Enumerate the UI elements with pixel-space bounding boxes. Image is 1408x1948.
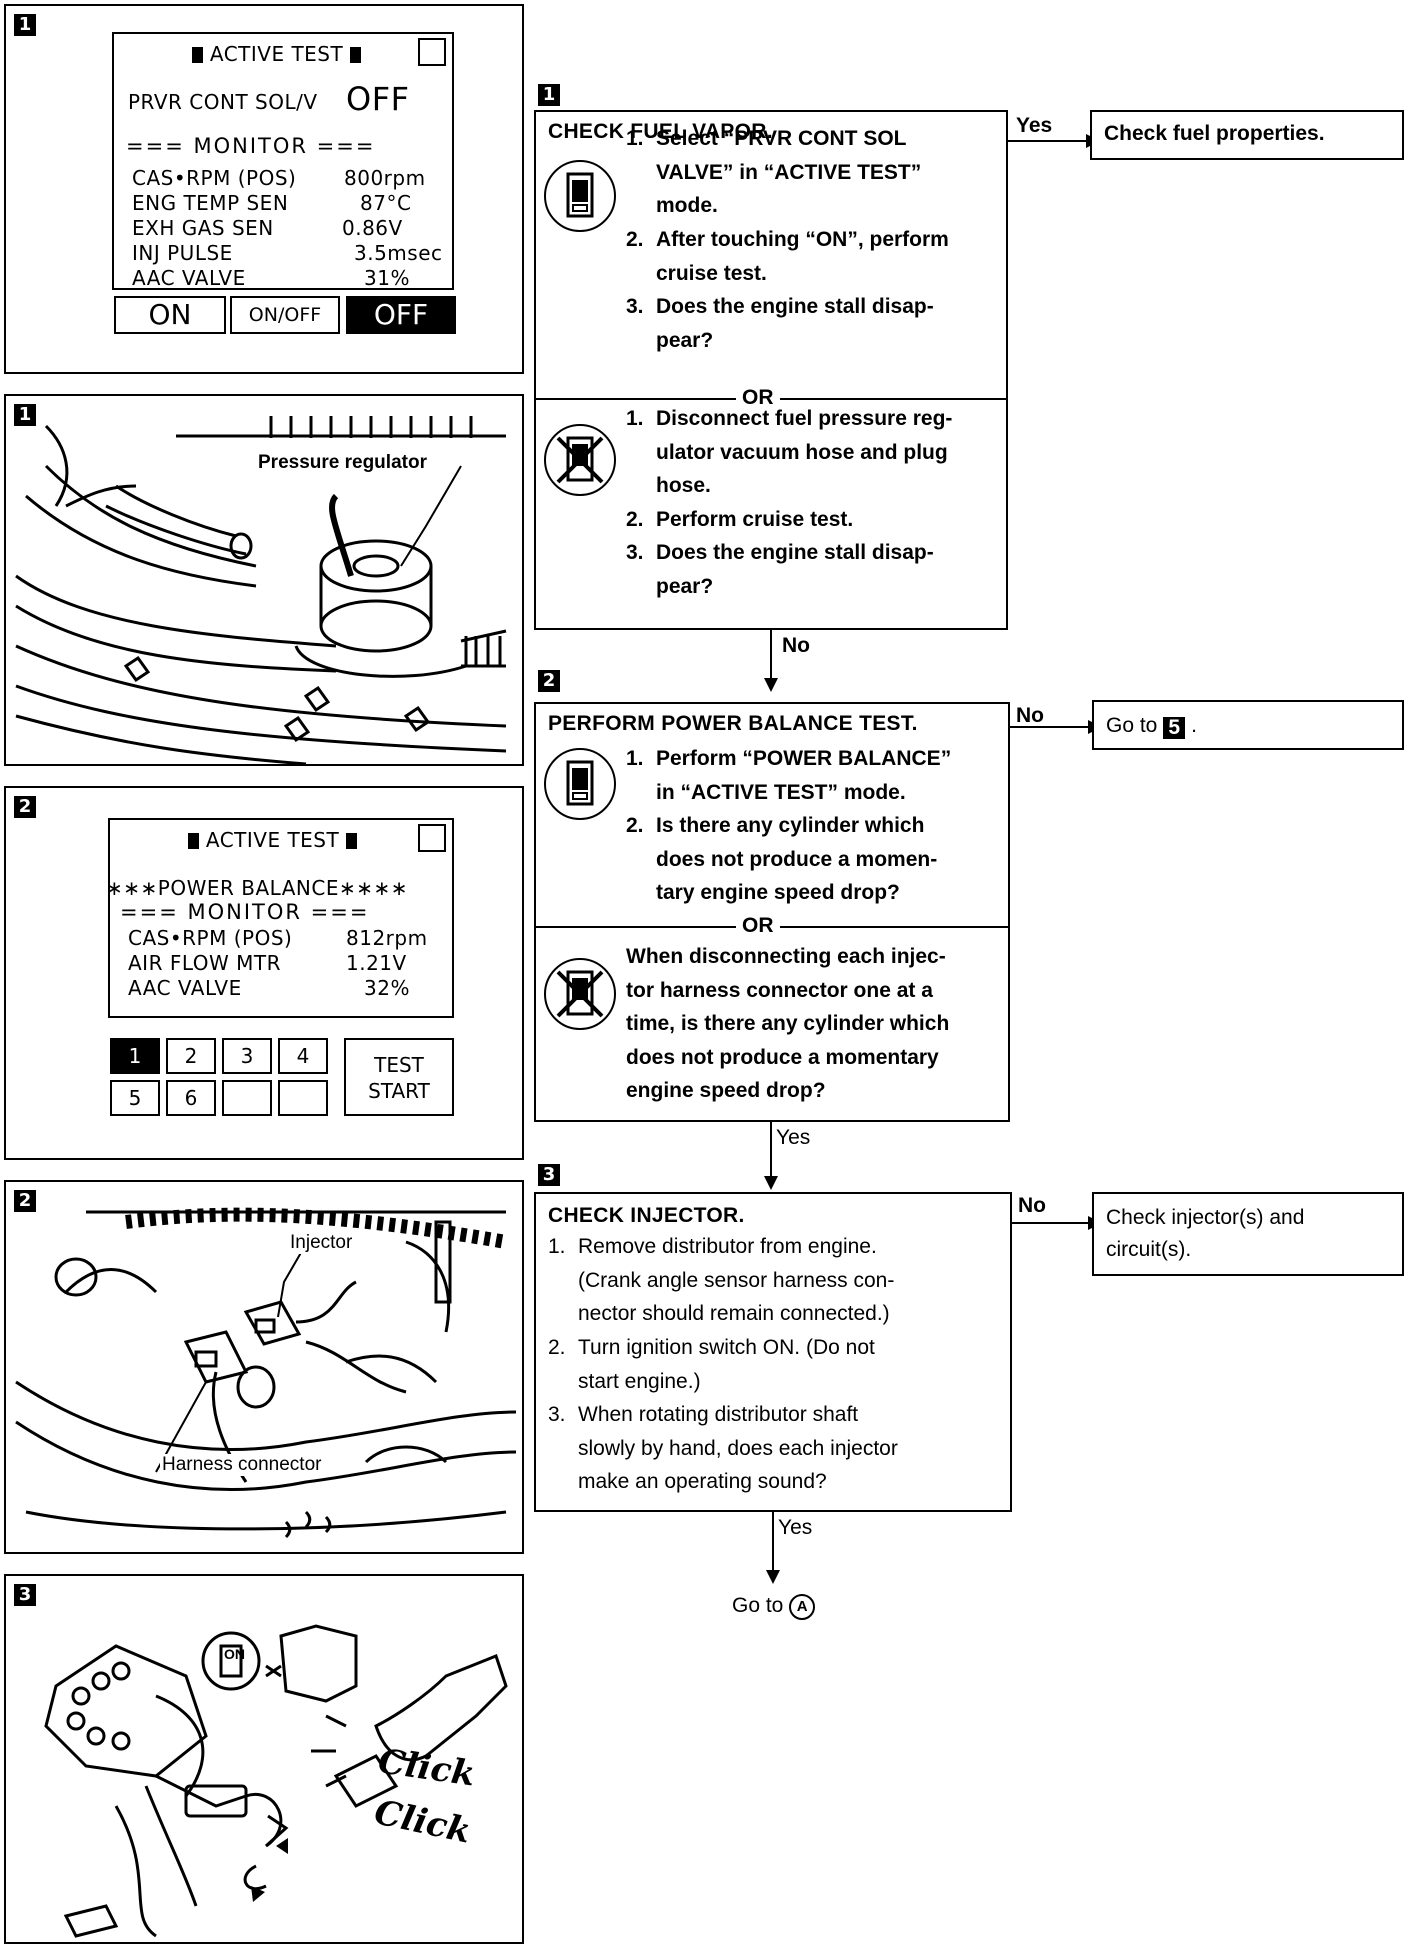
consult-screen: ACTIVE TEST ∗∗∗POWER BALANCE∗∗∗∗ === MON… xyxy=(106,818,454,1018)
monitor-row: AAC VALVE xyxy=(132,266,246,290)
panel3-distributor-figure: 3 ON Click Click xyxy=(4,1574,524,1944)
go-to-a-text: Go to A xyxy=(732,1594,816,1620)
yes-arrow xyxy=(1008,140,1088,142)
arrow-head xyxy=(764,678,778,692)
screen-corner-box xyxy=(418,38,446,66)
monitor-value: 31% xyxy=(364,266,410,290)
figure-badge: 1 xyxy=(14,404,36,426)
no-arrow xyxy=(1012,1222,1090,1224)
monitor-row: INJ PULSE xyxy=(132,241,233,265)
monitor-row: CAS•RPM (POS) xyxy=(128,926,293,950)
figure-badge: 3 xyxy=(14,1584,36,1606)
monitor-header: === MONITOR === xyxy=(120,900,370,924)
consult-tool-icon xyxy=(544,160,616,232)
monitor-row: AAC VALVE xyxy=(128,976,242,1000)
cylinder-2-button[interactable]: 2 xyxy=(166,1038,216,1074)
step1-title: CHECK FUEL VAPOR. xyxy=(548,120,773,143)
go-to-5-box: Go to 5 . xyxy=(1092,700,1404,750)
yes-label: Yes xyxy=(776,1126,811,1149)
monitor-value: 87°C xyxy=(360,191,412,215)
cylinder-blank-button[interactable] xyxy=(278,1080,328,1116)
check-fuel-properties-box: Check fuel properties. xyxy=(1090,110,1404,160)
monitor-value: 1.21V xyxy=(346,951,407,975)
consult-tool-icon xyxy=(544,748,616,820)
monitor-value: 800rpm xyxy=(344,166,426,190)
monitor-header: === MONITOR === xyxy=(126,134,376,158)
yes-label: Yes xyxy=(778,1516,813,1539)
yes-arrow xyxy=(770,1122,772,1178)
figure-badge: 1 xyxy=(14,14,36,36)
no-arrow xyxy=(1010,726,1090,728)
panel1-screen-figure: 1 ACTIVE TEST PRVR CONT SOL/V OFF === MO… xyxy=(4,4,524,374)
step3-badge: 3 xyxy=(538,1164,560,1186)
monitor-row: ENG TEMP SEN xyxy=(132,191,289,215)
cylinder-5-button[interactable]: 5 xyxy=(110,1080,160,1116)
yes-arrow xyxy=(772,1512,774,1572)
figure-badge: 2 xyxy=(14,796,36,818)
yes-label: Yes xyxy=(1016,114,1053,137)
on-button[interactable]: ON xyxy=(114,296,226,334)
test-item-value: OFF xyxy=(346,80,410,118)
yes-result: Check fuel properties. xyxy=(1104,122,1325,145)
or-label: OR xyxy=(736,386,780,410)
injector-illustration xyxy=(15,1207,517,1539)
step1-box: CHECK FUEL VAPOR. 1.Select “PRVR CONT SO… xyxy=(534,110,1008,630)
cylinder-4-button[interactable]: 4 xyxy=(278,1038,328,1074)
cylinder-blank-button[interactable] xyxy=(222,1080,272,1116)
check-injector-box: Check injector(s) and circuit(s). xyxy=(1092,1192,1404,1276)
no-arrow xyxy=(770,630,772,680)
no-label: No xyxy=(1018,1194,1046,1217)
off-button[interactable]: OFF xyxy=(346,296,456,334)
monitor-row: EXH GAS SEN xyxy=(132,216,274,240)
step2-badge: 2 xyxy=(538,670,560,692)
no-label: No xyxy=(782,634,810,657)
no-tool-icon xyxy=(544,424,616,496)
step2-box: PERFORM POWER BALANCE TEST. 1.Perform “P… xyxy=(534,702,1010,1122)
injector-label: Injector xyxy=(288,1232,355,1254)
cylinder-3-button[interactable]: 3 xyxy=(222,1038,272,1074)
monitor-value: 0.86V xyxy=(342,216,403,240)
power-balance-label: ∗∗∗POWER BALANCE∗∗∗∗ xyxy=(106,876,409,900)
pressure-regulator-illustration xyxy=(15,416,507,764)
step1-badge: 1 xyxy=(538,84,560,106)
step3-title: CHECK INJECTOR. xyxy=(548,1204,745,1227)
monitor-value: 32% xyxy=(364,976,410,1000)
panel2-injector-figure: 2 Injector Harness connector xyxy=(4,1180,524,1554)
monitor-row: AIR FLOW MTR xyxy=(128,951,282,975)
step2-title: PERFORM POWER BALANCE TEST. xyxy=(548,712,918,735)
figure-badge: 2 xyxy=(14,1190,36,1212)
or-label: OR xyxy=(736,914,780,938)
screen-corner-box xyxy=(418,824,446,852)
on-off-button[interactable]: ON/OFF xyxy=(230,296,340,334)
arrow-head xyxy=(764,1176,778,1190)
harness-connector-label: Harness connector xyxy=(160,1454,324,1476)
step3-box: CHECK INJECTOR. 1.Remove distributor fro… xyxy=(534,1192,1012,1512)
go-to-5-text: Go to 5 . xyxy=(1106,714,1197,739)
cylinder-6-button[interactable]: 6 xyxy=(166,1080,216,1116)
screen-header: ACTIVE TEST xyxy=(192,42,362,66)
no-result: Check injector(s) and circuit(s). xyxy=(1106,1206,1305,1261)
test-item-label: PRVR CONT SOL/V xyxy=(128,90,318,114)
monitor-value: 812rpm xyxy=(346,926,428,950)
monitor-value: 3.5msec xyxy=(354,241,443,265)
no-label: No xyxy=(1016,704,1044,727)
pressure-regulator-label: Pressure regulator xyxy=(256,452,429,474)
consult-screen: ACTIVE TEST PRVR CONT SOL/V OFF === MONI… xyxy=(112,32,454,290)
ignition-key-on-label: ON xyxy=(224,1646,245,1662)
no-tool-icon xyxy=(544,958,616,1030)
screen-header: ACTIVE TEST xyxy=(188,828,358,852)
cylinder-1-button[interactable]: 1 xyxy=(110,1038,160,1074)
monitor-row: CAS•RPM (POS) xyxy=(132,166,297,190)
arrow-head xyxy=(766,1570,780,1584)
panel1-pressure-regulator-figure: 1 xyxy=(4,394,524,766)
test-start-button[interactable]: TEST START xyxy=(344,1038,454,1116)
distributor-illustration xyxy=(44,1624,508,1938)
panel2-screen-figure: 2 ACTIVE TEST ∗∗∗POWER BALANCE∗∗∗∗ === M… xyxy=(4,786,524,1160)
